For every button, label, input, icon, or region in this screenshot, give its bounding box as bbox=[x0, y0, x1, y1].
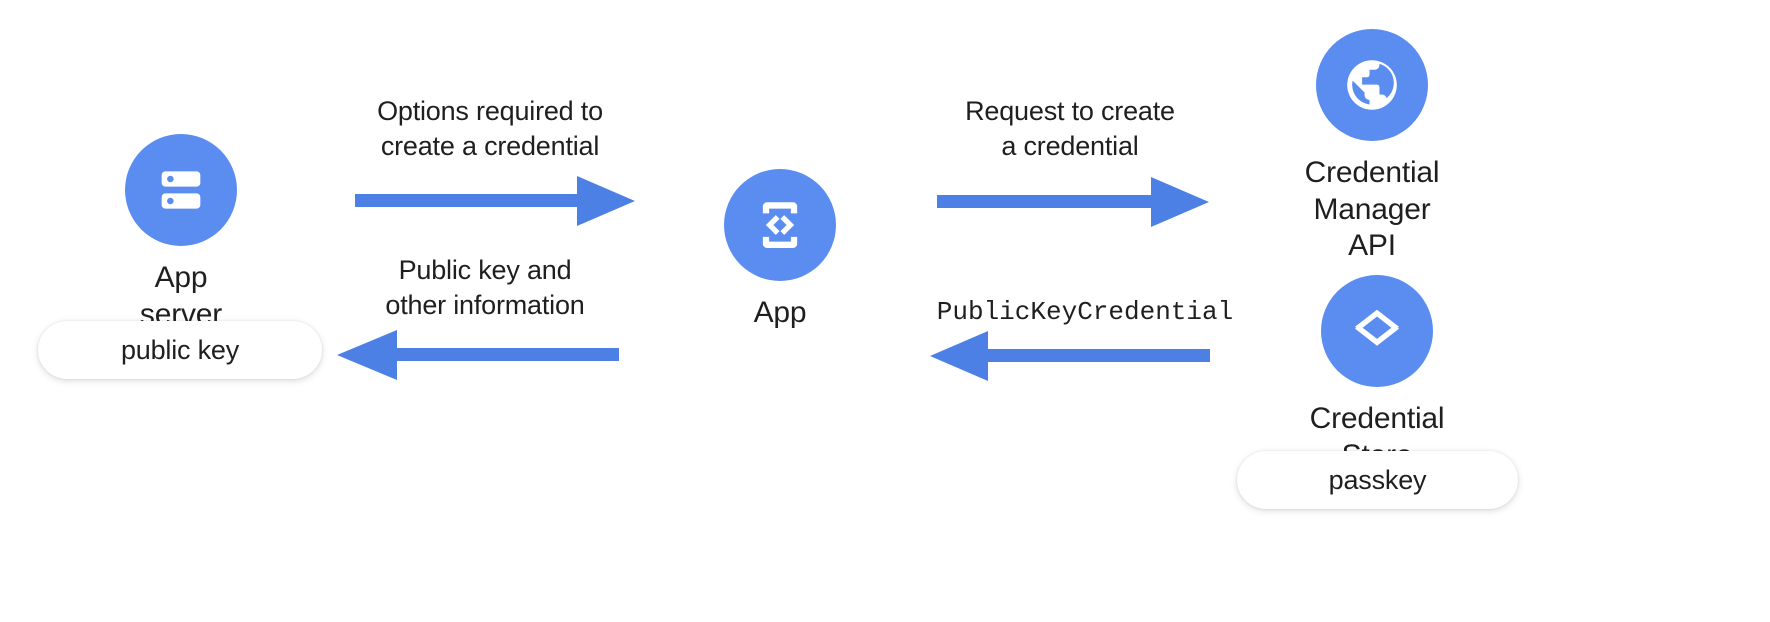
chip-passkey-label: passkey bbox=[1328, 464, 1427, 495]
chip-public-key-label: public key bbox=[120, 334, 240, 365]
node-credential-manager-api[interactable]: Credential Manager API bbox=[1305, 29, 1440, 265]
globe-icon bbox=[1316, 29, 1428, 141]
arrow-caption-public-key-and-other-info: Public key and other information bbox=[385, 255, 585, 321]
node-credential-store[interactable]: Credential Store bbox=[1310, 275, 1445, 474]
arrow-request-to-create bbox=[937, 169, 1209, 235]
arrow-caption-options-required: Options required to create a credential bbox=[377, 96, 603, 162]
arrow-options-required bbox=[355, 168, 635, 234]
arrow-public-key-and-other-info bbox=[337, 322, 619, 388]
layers-icon bbox=[1321, 275, 1433, 387]
arrow-caption-publickeycredential: PublicKeyCredential bbox=[936, 297, 1234, 327]
arrow-caption-request-to-create: Request to create a credential bbox=[965, 96, 1175, 162]
device-code-icon bbox=[724, 169, 836, 281]
server-icon bbox=[125, 134, 237, 246]
chip-passkey[interactable]: passkey bbox=[1237, 451, 1518, 509]
node-app-server[interactable]: App server bbox=[125, 134, 237, 333]
arrow-publickeycredential bbox=[930, 323, 1210, 389]
node-app[interactable]: App bbox=[724, 169, 836, 332]
node-label-credential-manager-api: Credential Manager API bbox=[1304, 156, 1440, 263]
chip-public-key[interactable]: public key bbox=[38, 321, 322, 379]
node-label-app: App bbox=[753, 296, 807, 329]
